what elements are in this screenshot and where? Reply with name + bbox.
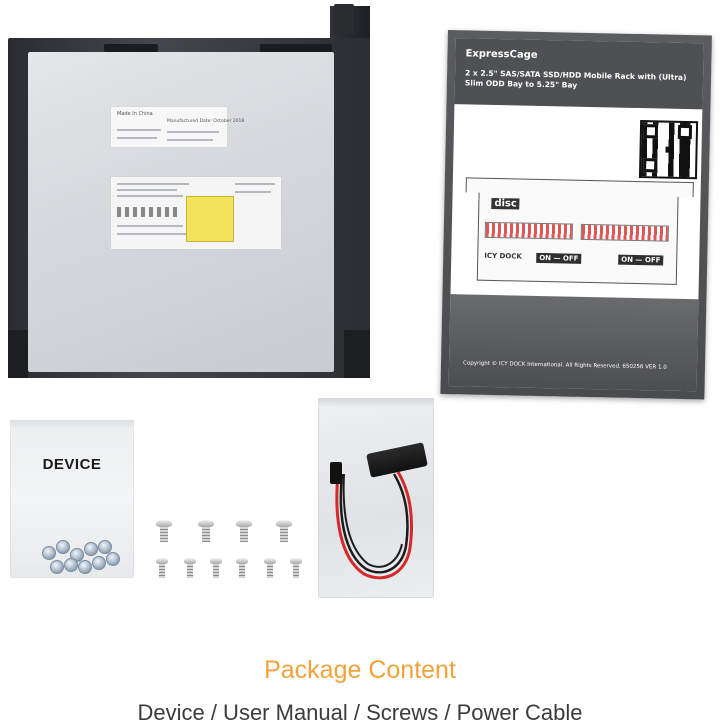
laser-warning-sticker [186,196,234,242]
manual-brand: ExpressCage [465,48,538,61]
screw [276,520,292,542]
mini-screw [78,560,92,574]
mini-screw [92,556,106,570]
screw [236,520,252,542]
screw [156,520,172,542]
diagram-disc-label: disc [491,197,520,210]
screw-small [264,558,276,578]
mini-screw [56,540,70,554]
tray-foot-right [344,330,370,378]
label-line [235,183,275,185]
label-line [117,225,183,227]
label-line [235,191,271,193]
tray-notch [260,44,332,54]
cable-wire-red [335,471,413,580]
screw-small [236,558,248,578]
manual-title: 2 x 2.5" SAS/SATA SSD/HDD Mobile Rack wi… [464,68,687,90]
qr-eye [677,124,693,140]
mini-screw [98,540,112,554]
qr-code-icon [638,120,699,180]
diagram-top-bracket [465,177,694,198]
device-screw-bag: DEVICE [10,420,134,578]
label-line [117,189,177,191]
caption-title: Package Content [264,656,456,684]
cable-wire-black [342,473,403,568]
label-line [167,131,219,133]
screw-small [184,558,196,578]
certification-marks [117,207,177,217]
diagram-drive-slot-right [580,223,669,242]
manual-page: ExpressCage 2 x 2.5" SAS/SATA SSD/HDD Mo… [448,38,704,392]
mini-screw [84,542,98,556]
power-cable-icon [335,471,413,580]
device-bag-label: DEVICE [42,456,102,473]
qr-eye [643,158,658,173]
user-manual: ExpressCage 2 x 2.5" SAS/SATA SSD/HDD Mo… [440,30,712,400]
screw-small [210,558,222,578]
label-line [117,129,161,131]
molex-connector [330,462,342,484]
label-line [117,183,189,185]
label-line [117,137,157,139]
mini-screw [106,552,120,566]
bag-zipper [318,398,434,407]
tray-foot-left [8,330,28,378]
qr-dot [679,160,686,167]
label-line [117,233,187,235]
bag-zipper [10,420,134,430]
caption-subtitle: Device / User Manual / Screws / Power Ca… [137,700,583,725]
tray-top-tab [334,4,354,34]
mini-screw [42,546,56,560]
manual-header: ExpressCage 2 x 2.5" SAS/SATA SSD/HDD Mo… [454,38,704,110]
drive-label-small: Made In China Manufactured Date: October… [110,106,244,148]
manual-diagram: disc ICY DOCK ON — OFF ON — OFF [465,177,694,285]
manual-footer: Copyright © ICY DOCK International. All … [448,294,699,392]
qr-eye [643,124,659,139]
manual-copyright: Copyright © ICY DOCK International. All … [462,360,667,371]
mini-screw [50,560,64,574]
tray-notch-left [104,44,158,52]
diagram-logo: ICY DOCK [484,251,522,261]
diagram-on-off-left: ON — OFF [536,252,582,264]
mini-screw [64,558,78,572]
cable-wire-black [339,473,409,574]
qr-dot [665,146,672,153]
drive-label-date: Manufactured Date: October 2018 [167,119,245,124]
label-line [167,139,213,141]
screw [198,520,214,542]
label-line [117,195,183,197]
drive-label-origin: Made In China [117,111,153,117]
diagram-drive-slot-left [484,221,573,240]
screw-small [156,558,168,578]
screw-small [290,558,302,578]
diagram-on-off-right: ON — OFF [618,254,664,266]
